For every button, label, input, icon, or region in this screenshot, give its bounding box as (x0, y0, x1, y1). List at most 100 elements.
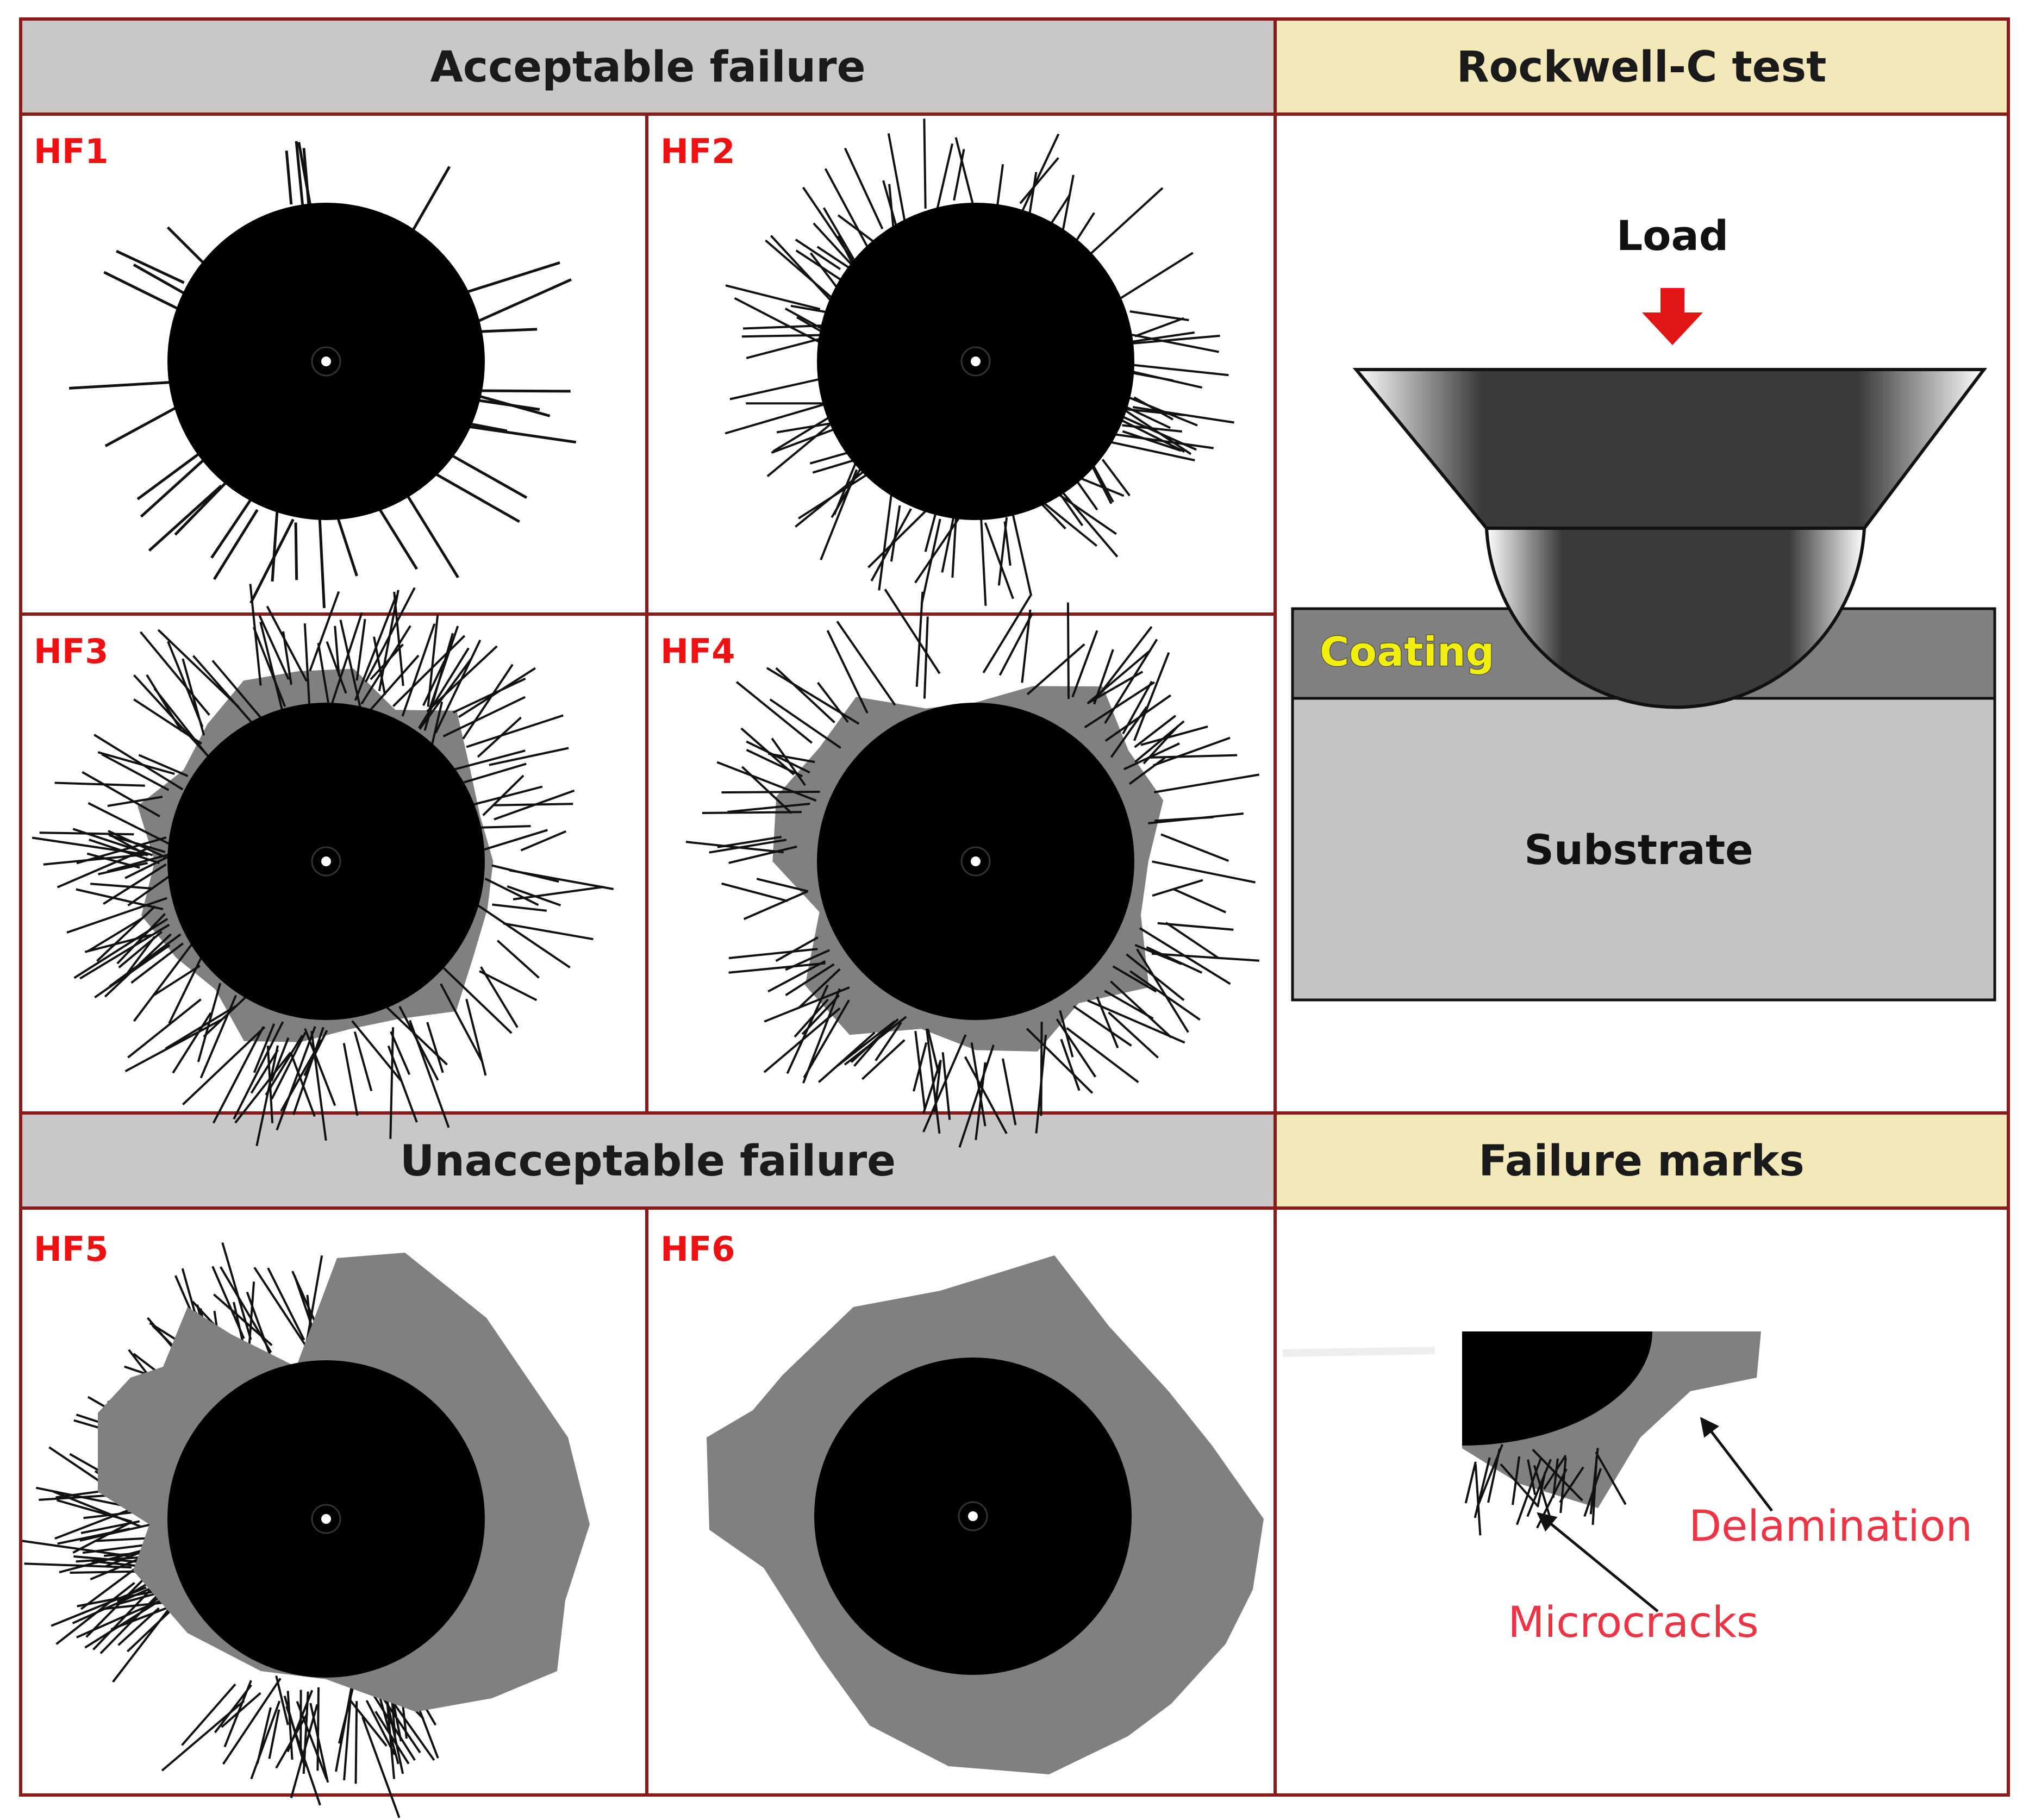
crack-line (127, 998, 202, 1059)
crack-line (766, 424, 831, 477)
crack-line (1114, 416, 1185, 453)
indent-quarter (1462, 1331, 1652, 1446)
crack-line (1151, 952, 1260, 962)
crack-line (984, 522, 1014, 599)
delamination-label: Delamination (1689, 1502, 1972, 1551)
unacceptable-failure-title: Unacceptable failure (400, 1137, 896, 1186)
crack-line (1015, 133, 1060, 224)
crack-line (275, 1675, 289, 1725)
crack-line (97, 751, 175, 775)
hf3-label: HF3 (34, 631, 108, 671)
crack-line (148, 484, 222, 552)
crack-line (482, 774, 525, 816)
crack-line (817, 1031, 876, 1083)
indent-center-ring (311, 846, 341, 877)
crack-line (76, 1556, 143, 1563)
crack-line (1474, 1464, 1482, 1536)
load-arrow-icon (1642, 288, 1703, 345)
crack-line (330, 612, 363, 706)
crack-line (1112, 965, 1157, 993)
crack-line (813, 222, 856, 269)
crack-line (964, 1056, 1008, 1134)
crack-line (419, 658, 472, 730)
crack-line (1559, 1466, 1584, 1503)
crack-line (494, 789, 575, 821)
crack-line (475, 398, 540, 411)
crack-line (430, 701, 444, 749)
crack-line (334, 626, 340, 676)
hf1-indentation (68, 141, 577, 609)
crack-line (53, 1490, 142, 1528)
crack-line (250, 1700, 281, 1780)
crack-line (1026, 1028, 1094, 1094)
crack-line (221, 1242, 252, 1340)
crack-line (844, 1016, 907, 1066)
crack-line (378, 1693, 399, 1765)
crack-line (93, 734, 184, 791)
crack-line (334, 509, 358, 577)
delamination-pointer (1700, 1417, 1773, 1512)
crack-line (475, 903, 571, 968)
crack-line (951, 518, 957, 578)
crack-line (309, 1703, 329, 1783)
crack-line (721, 882, 788, 903)
crack-line (844, 147, 884, 230)
crack-line (728, 948, 818, 959)
crack-line (1040, 499, 1098, 547)
crack-line (335, 1686, 353, 1772)
crack-line (354, 595, 397, 701)
crack-line (469, 425, 577, 444)
failure-marks-header-band (1275, 1113, 2008, 1208)
crack-line (1108, 1011, 1159, 1059)
crack-line (462, 664, 514, 740)
crack-line (1140, 725, 1208, 746)
crack-line (702, 811, 802, 814)
crack-line (280, 1039, 322, 1112)
crack-line (1122, 430, 1182, 452)
crack-line (250, 1049, 279, 1094)
hf3-indentation (32, 584, 614, 1147)
crack-line (728, 845, 797, 864)
crack-line (477, 716, 522, 758)
crack-line (326, 641, 347, 694)
crack-line (452, 749, 526, 771)
crack-line (172, 1012, 212, 1074)
crack-line (1121, 393, 1198, 427)
crack-line (233, 1021, 284, 1120)
crack-line (776, 422, 834, 434)
crack-line (266, 605, 308, 682)
crack-line (403, 489, 459, 579)
crack-line (146, 674, 183, 732)
crack-line (1134, 715, 1177, 748)
crack-line (390, 1031, 411, 1075)
crack-line (824, 168, 870, 250)
crack-line (1134, 317, 1184, 337)
crack-line (310, 1030, 327, 1141)
crack-line (890, 505, 901, 562)
crack-line (1595, 1452, 1627, 1505)
crack-line (370, 643, 404, 680)
crack-line (443, 967, 513, 1034)
crack-line (476, 278, 572, 323)
crack-line (725, 403, 824, 435)
indent-center-dot (321, 357, 331, 366)
failure-marks-title: Failure marks (1478, 1137, 1805, 1186)
indent-center-dot (971, 357, 981, 366)
crack-line (367, 654, 420, 713)
crack-line (922, 1034, 967, 1133)
crack-line (1110, 980, 1172, 1039)
crack-line (836, 621, 896, 706)
crack-line (734, 297, 825, 346)
crack-line (355, 618, 366, 681)
crack-line (105, 1601, 167, 1610)
crack-line (795, 464, 873, 528)
crack-line (252, 627, 286, 708)
indent-center-dot (321, 856, 331, 866)
crack-line (1516, 1459, 1542, 1525)
crack-line (1078, 476, 1125, 497)
crack-line (1147, 754, 1238, 759)
crack-line (1130, 364, 1229, 377)
crack-line (440, 983, 483, 1062)
crack-line (458, 667, 536, 718)
